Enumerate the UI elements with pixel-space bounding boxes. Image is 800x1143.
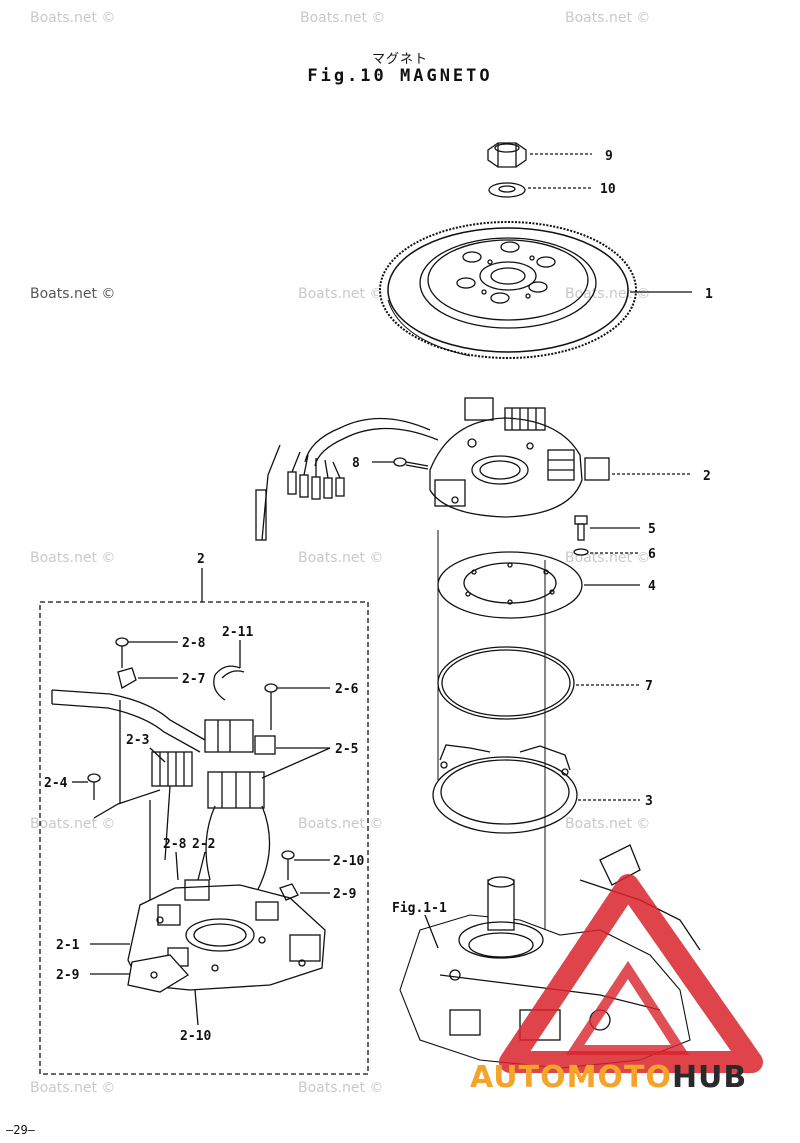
- watermark-text: Boats.net ©: [30, 816, 115, 832]
- callout-2-5: 2-5: [335, 742, 358, 757]
- callout-3: 3: [645, 794, 653, 809]
- callout-2-1: 2-1: [56, 938, 80, 953]
- part-6-washer: [573, 548, 589, 556]
- callout-5: 5: [648, 522, 656, 537]
- part-10-washer: [488, 182, 526, 198]
- watermark-text: Boats.net ©: [565, 816, 650, 832]
- part-3-cover: [432, 744, 578, 834]
- callout-2-8: 2-8: [182, 636, 206, 651]
- callout-8: 8: [352, 456, 360, 471]
- callout-7: 7: [645, 679, 653, 694]
- callout-fig-1-1: Fig.1-1: [392, 901, 447, 916]
- leader-line-2-3: [149, 747, 166, 763]
- part-9-nut: [487, 142, 527, 168]
- callout-2-7: 2-7: [182, 672, 205, 687]
- callout-9: 9: [605, 149, 613, 164]
- leader-line-2-5b: [261, 747, 331, 779]
- callout-2-9-lower: 2-9: [56, 968, 79, 983]
- callout-6: 6: [648, 547, 656, 562]
- watermark-text: Boats.net ©: [30, 10, 115, 26]
- part-5-bolt: [574, 515, 588, 541]
- watermark-text: Boats.net ©: [30, 550, 115, 566]
- sub-assembly-2-frame: [39, 601, 369, 1075]
- part-7-o-ring: [437, 646, 575, 720]
- callout-1: 1: [705, 287, 713, 302]
- callout-2-9: 2-9: [333, 887, 356, 902]
- brand-logo-text: AUTOMOTOHUB: [470, 1060, 747, 1095]
- callout-2-10: 2-10: [333, 854, 364, 869]
- callout-2-11: 2-11: [222, 625, 253, 640]
- watermarks: Boats.net © Boats.net © Boats.net © Boat…: [30, 10, 650, 1096]
- watermark-text: Boats.net ©: [565, 10, 650, 26]
- callout-2-2: 2-2: [192, 837, 215, 852]
- leader-line-fig11: [424, 914, 439, 949]
- leader-line-2-8b: [175, 851, 179, 881]
- sub-assembly-2-parts: [51, 637, 326, 993]
- watermark-text: Boats.net ©: [298, 1080, 383, 1096]
- title-japanese: マグネト: [371, 52, 428, 67]
- callout-10: 10: [600, 182, 616, 197]
- callout-2-10-lower: 2-10: [180, 1029, 211, 1044]
- part-1-flywheel: [379, 221, 637, 359]
- engine-block-fig-1-1: [399, 844, 701, 1069]
- watermark-text: Boats.net ©: [300, 10, 385, 26]
- leader-line-2-2: [197, 851, 206, 881]
- watermark-text: Boats.net ©: [298, 816, 383, 832]
- brand-part-hub: HUB: [671, 1060, 748, 1095]
- part-8-screw: [393, 457, 429, 470]
- callout-4: 4: [648, 579, 656, 594]
- watermark-text: Boats.net ©: [30, 286, 115, 302]
- title-english: Fig.10 MAGNETO: [307, 66, 493, 86]
- leader-line-2-10b: [194, 989, 199, 1026]
- part-4-base-plate: [437, 551, 583, 619]
- callout-labels: 9 10 1 8 2 5 6 4 7 3 2 2-8 2-11 2-7 2-6 …: [44, 149, 713, 1044]
- brand-logo-triangle-icon: [499, 874, 763, 1073]
- callout-2-4: 2-4: [44, 776, 68, 791]
- page-number: —29—: [6, 1123, 35, 1137]
- watermark-text: Boats.net ©: [298, 550, 383, 566]
- callout-2-6: 2-6: [335, 682, 359, 697]
- brand-part-moto: MOTO: [566, 1060, 672, 1095]
- callout-2-8-lower: 2-8: [163, 837, 187, 852]
- callout-2: 2: [703, 469, 711, 484]
- watermark-text: Boats.net ©: [298, 286, 383, 302]
- brand-part-auto: AUTO: [470, 1060, 567, 1095]
- callout-group-2: 2: [197, 552, 205, 567]
- callout-2-3: 2-3: [126, 733, 149, 748]
- part-2-stator-assembly: [255, 397, 610, 541]
- watermark-text: Boats.net ©: [30, 1080, 115, 1096]
